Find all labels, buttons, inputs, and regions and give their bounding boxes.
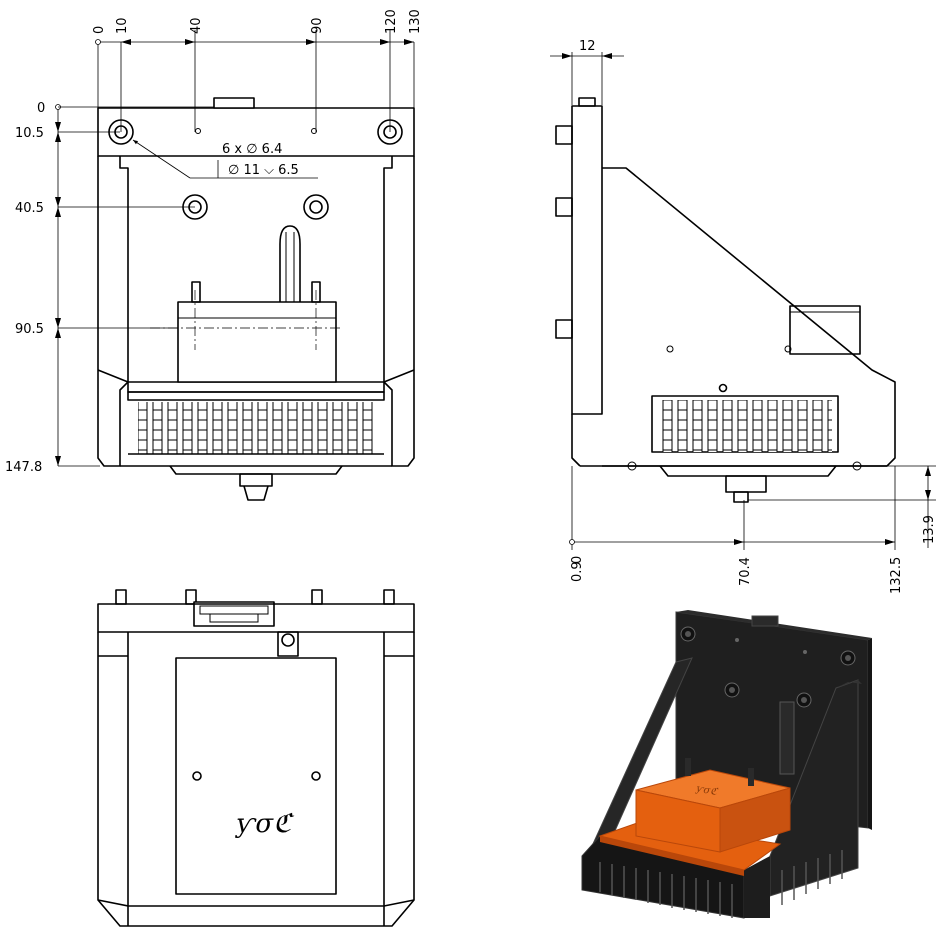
- side-dim-0: 0: [570, 556, 585, 564]
- front-view: 0 10 40 90 120 130 0 10.5 40.5 90.5 147.…: [5, 9, 423, 501]
- x-dim-130: 130: [408, 9, 423, 34]
- side-dim-0-9: 0.9: [570, 561, 585, 582]
- y-dim-0: 0: [37, 101, 45, 116]
- isometric-view: ƴσℭ: [581, 610, 872, 919]
- x-dim-90: 90: [310, 17, 325, 34]
- side-dim-13-9: 13.9: [922, 515, 936, 544]
- side-dim-132-5: 132.5: [889, 557, 904, 594]
- hole-callout-line1: 6 x ∅ 6.4: [222, 142, 282, 157]
- mounting-hole: [108, 119, 403, 220]
- side-view: 12 0.9 0: [550, 39, 936, 594]
- x-dim-10: 10: [115, 17, 130, 34]
- y-dim-90-5: 90.5: [15, 322, 44, 337]
- y-dim-40-5: 40.5: [15, 201, 44, 216]
- side-dim-12: 12: [579, 39, 596, 54]
- svg-text:ƴσℭ: ƴσℭ: [694, 783, 720, 798]
- x-dim-0: 0: [92, 26, 107, 34]
- y-dim-10-5: 10.5: [15, 126, 44, 141]
- bottom-view: ƴσℭ: [97, 589, 415, 927]
- side-dim-70-4: 70.4: [738, 557, 753, 586]
- logo: ƴσℭ: [235, 809, 295, 839]
- hole-callout-line2: ∅ 11 ⌵ 6.5: [228, 163, 299, 178]
- y-dim-147-8: 147.8: [5, 460, 42, 475]
- x-dim-40: 40: [189, 17, 204, 34]
- x-dim-120: 120: [384, 9, 399, 34]
